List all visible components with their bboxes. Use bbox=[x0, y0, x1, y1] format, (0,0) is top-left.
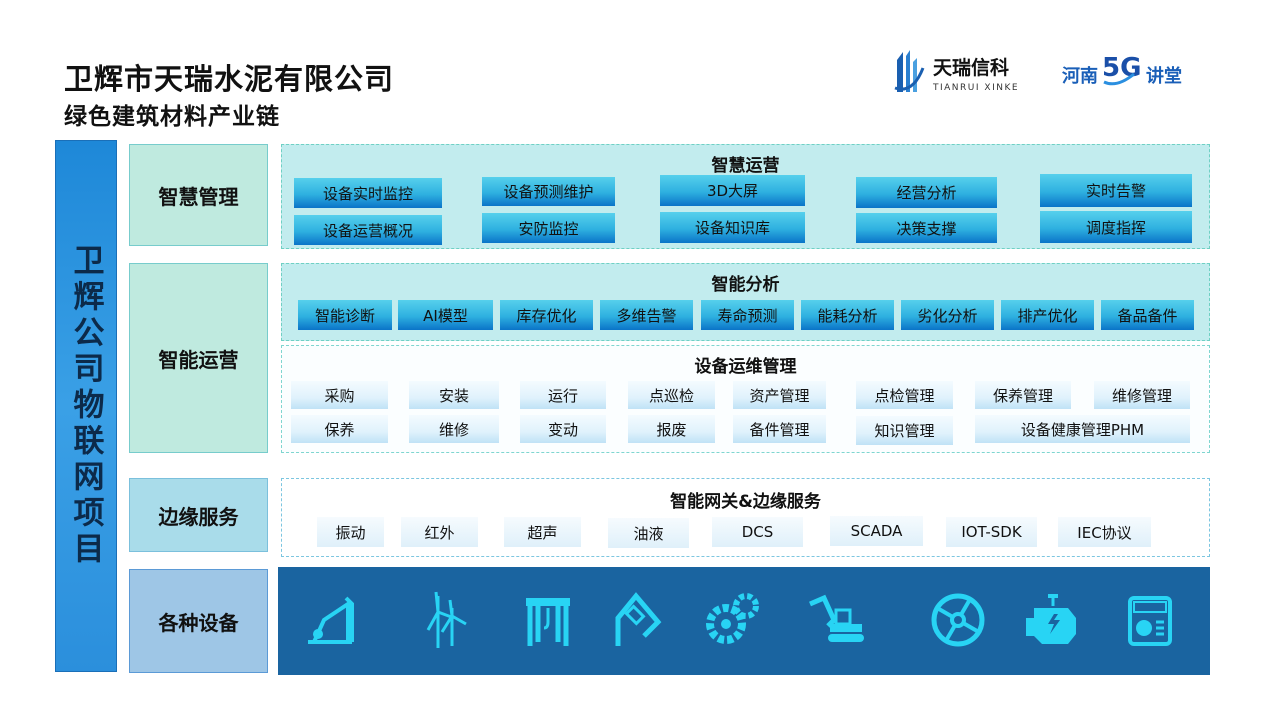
smart-ops-item[interactable]: 安防监控 bbox=[482, 213, 615, 243]
smart-analysis-item[interactable]: 劣化分析 bbox=[901, 300, 994, 330]
wind-turbine-icon bbox=[412, 588, 476, 652]
henan-5g-logo: 河南 5G 讲堂 bbox=[1062, 50, 1192, 94]
maintenance-item[interactable]: 备件管理 bbox=[733, 415, 826, 443]
maintenance-title: 设备运维管理 bbox=[694, 357, 797, 377]
gears-icon bbox=[700, 588, 764, 652]
layer-label-smart-operation: 智能运营 bbox=[129, 263, 268, 453]
maintenance-item[interactable]: 点巡检 bbox=[628, 381, 715, 409]
tianrui-logo-mark-icon: 天瑞信科 TIANRUI XINKE bbox=[894, 50, 1019, 93]
project-side-label-text: 卫辉公司物联网项目 bbox=[67, 244, 104, 568]
conveyor-icon bbox=[606, 588, 670, 652]
smart-analysis-item[interactable]: 寿命预测 bbox=[701, 300, 794, 330]
edge-item[interactable]: 红外 bbox=[401, 517, 478, 547]
edge-item[interactable]: IOT-SDK bbox=[946, 517, 1037, 547]
maintenance-item[interactable]: 点检管理 bbox=[856, 381, 953, 409]
svg-text:5G: 5G bbox=[1102, 53, 1141, 83]
maintenance-item[interactable]: 运行 bbox=[520, 381, 606, 409]
smart-ops-item[interactable]: 设备预测维护 bbox=[482, 177, 615, 206]
smart-analysis-item[interactable]: 能耗分析 bbox=[801, 300, 894, 330]
project-side-label: 卫辉公司物联网项目 bbox=[55, 140, 117, 672]
smart-analysis-item[interactable]: AI模型 bbox=[398, 300, 493, 330]
layer-label-devices: 各种设备 bbox=[129, 569, 268, 673]
layer-label-edge-service: 边缘服务 bbox=[129, 478, 268, 552]
maintenance-item[interactable]: 维修管理 bbox=[1094, 381, 1190, 409]
maintenance-item[interactable]: 保养 bbox=[291, 415, 388, 443]
smart-analysis-item[interactable]: 智能诊断 bbox=[298, 300, 392, 330]
generator-icon bbox=[1118, 588, 1182, 652]
edge-item[interactable]: IEC协议 bbox=[1058, 517, 1151, 547]
maintenance-item[interactable]: 报废 bbox=[628, 415, 715, 443]
smart-analysis-item[interactable]: 库存优化 bbox=[500, 300, 593, 330]
maintenance-item[interactable]: 安装 bbox=[409, 381, 499, 409]
smart-ops-item[interactable]: 决策支撑 bbox=[856, 213, 997, 243]
smart-ops-item[interactable]: 设备实时监控 bbox=[294, 178, 442, 208]
edge-item[interactable]: 振动 bbox=[317, 517, 384, 547]
smart-ops-item[interactable]: 设备运营概况 bbox=[294, 215, 442, 245]
smart-ops-item[interactable]: 经营分析 bbox=[856, 177, 997, 208]
layer-label-smart-management: 智慧管理 bbox=[129, 144, 268, 246]
smart-analysis-item[interactable]: 多维告警 bbox=[600, 300, 693, 330]
svg-text:河南: 河南 bbox=[1062, 65, 1098, 87]
svg-text:天瑞信科: 天瑞信科 bbox=[933, 56, 1009, 79]
svg-text:讲堂: 讲堂 bbox=[1146, 65, 1182, 87]
smart-ops-item[interactable]: 3D大屏 bbox=[660, 175, 805, 206]
maintenance-item[interactable]: 保养管理 bbox=[975, 381, 1071, 409]
smart-analysis-item[interactable]: 排产优化 bbox=[1001, 300, 1094, 330]
maintenance-item[interactable]: 变动 bbox=[520, 415, 606, 443]
page-subtitle: 绿色建筑材料产业链 bbox=[64, 104, 280, 130]
smart-ops-item[interactable]: 实时告警 bbox=[1040, 174, 1192, 207]
engine-icon bbox=[1020, 588, 1084, 652]
maintenance-item[interactable]: 采购 bbox=[291, 381, 388, 409]
excavator-icon bbox=[804, 588, 868, 652]
page-title: 卫辉市天瑞水泥有限公司 bbox=[64, 62, 395, 96]
gantry-crane-icon bbox=[516, 588, 580, 652]
maintenance-item[interactable]: 维修 bbox=[409, 415, 499, 443]
smart-ops-title: 智慧运营 bbox=[711, 156, 780, 176]
oil-pump-icon bbox=[300, 588, 364, 652]
edge-item[interactable]: DCS bbox=[712, 517, 803, 547]
edge-item[interactable]: SCADA bbox=[830, 516, 923, 546]
wheel-icon bbox=[926, 588, 990, 652]
edge-item[interactable]: 油液 bbox=[608, 518, 689, 548]
smart-analysis-title: 智能分析 bbox=[711, 275, 780, 295]
maintenance-item[interactable]: 资产管理 bbox=[733, 381, 826, 409]
smart-analysis-item[interactable]: 备品备件 bbox=[1101, 300, 1194, 330]
smart-ops-item[interactable]: 设备知识库 bbox=[660, 212, 805, 243]
svg-text:TIANRUI XINKE: TIANRUI XINKE bbox=[932, 83, 1019, 93]
edge-item[interactable]: 超声 bbox=[504, 517, 581, 547]
maintenance-item[interactable]: 知识管理 bbox=[856, 416, 953, 445]
edge-title: 智能网关&边缘服务 bbox=[670, 492, 821, 512]
smart-ops-item[interactable]: 调度指挥 bbox=[1040, 211, 1192, 243]
maintenance-item[interactable]: 设备健康管理PHM bbox=[975, 415, 1190, 443]
tianrui-logo: 天瑞信科 TIANRUI XINKE bbox=[893, 48, 1028, 98]
